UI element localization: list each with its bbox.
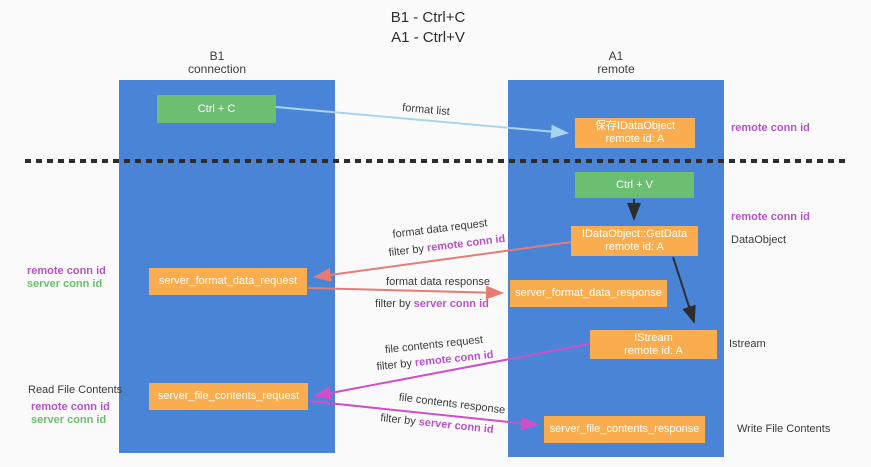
server-format-data-request-box: server_format_data_request xyxy=(149,268,307,295)
left-column-header: B1 connection xyxy=(147,50,287,76)
server-file-contents-response-box: server_file_contents_response xyxy=(544,416,705,443)
save-idataobject-line2: remote id: A xyxy=(605,133,665,145)
format-list-label: format list xyxy=(401,101,451,119)
dataobject-note: DataObject xyxy=(731,234,787,246)
getdata-line2: remote id: A xyxy=(605,241,664,253)
ctrl-v-box: Ctrl + V xyxy=(575,172,694,198)
istream-line2: remote id: A xyxy=(624,344,683,357)
read-file-contents-note: Read File Contents xyxy=(28,384,123,396)
save-idataobject-box: 保存IDataObject remote id: A xyxy=(575,118,695,148)
left-column-subtitle: connection xyxy=(187,62,247,76)
istream-note: Istream xyxy=(729,338,766,350)
filter-by-text: filter by xyxy=(379,412,420,429)
right-column-header: A1 remote xyxy=(546,50,686,76)
server-conn-id-text: server conn id xyxy=(418,416,495,436)
right-column-subtitle: remote xyxy=(597,62,635,76)
diagram-title: B1 - Ctrl+C A1 - Ctrl+V xyxy=(330,8,526,48)
istream-box: IStream remote id: A xyxy=(590,330,717,359)
write-file-contents-note: Write File Contents xyxy=(737,423,831,435)
right-column-name: A1 xyxy=(608,49,624,63)
remote-conn-id-note-mid-left: remote conn id xyxy=(27,265,106,277)
ctrl-v-label: Ctrl + V xyxy=(616,178,653,191)
getdata-line1: IDataObject::GetData xyxy=(581,228,688,240)
ctrl-c-label: Ctrl + C xyxy=(197,102,236,115)
phase-separator-dashed-line xyxy=(25,159,847,163)
filter-by-text: filter by xyxy=(388,242,428,260)
remote-conn-id-note-top-right: remote conn id xyxy=(731,122,810,134)
server-file-contents-request-label: server_file_contents_request xyxy=(157,390,300,402)
title-line-1: B1 - Ctrl+C xyxy=(390,9,466,26)
server-conn-id-note-bottom-left: server conn id xyxy=(31,414,107,426)
format-data-response-label: format data response xyxy=(386,276,490,288)
server-format-data-request-label: server_format_data_request xyxy=(158,275,298,287)
file-contents-response-label: file contents response xyxy=(398,391,506,417)
remote-conn-id-note-bottom-left: remote conn id xyxy=(31,401,110,413)
filter-by-text: filter by xyxy=(375,298,414,310)
left-column-name: B1 xyxy=(209,49,225,63)
server-file-contents-request-box: server_file_contents_request xyxy=(149,383,308,410)
remote-conn-id-text: remote conn id xyxy=(426,232,506,255)
server-format-data-response-label: server_format_data_response xyxy=(515,287,662,299)
server-format-data-response-box: server_format_data_response xyxy=(510,280,667,307)
filter-by-text: filter by xyxy=(376,357,416,374)
ctrl-c-box: Ctrl + C xyxy=(157,95,276,123)
idataobject-getdata-box: IDataObject::GetData remote id: A xyxy=(571,226,698,256)
istream-line1: IStream xyxy=(634,331,673,344)
server-conn-id-note-mid-left: server conn id xyxy=(27,278,103,290)
remote-conn-id-text: remote conn id xyxy=(414,348,494,370)
server-conn-id-text: server conn id xyxy=(413,298,489,310)
save-idataobject-line1: 保存IDataObject xyxy=(594,120,676,132)
filter-by-server-conn-id-label-2: filter by server conn id xyxy=(380,412,494,436)
remote-conn-id-note-mid-right: remote conn id xyxy=(731,211,810,223)
title-line-2: A1 - Ctrl+V xyxy=(391,29,465,46)
server-file-contents-response-label: server_file_contents_response xyxy=(549,423,700,435)
format-data-response-arrow xyxy=(307,285,504,300)
filter-by-server-conn-id-label-1: filter by server conn id xyxy=(375,298,489,310)
